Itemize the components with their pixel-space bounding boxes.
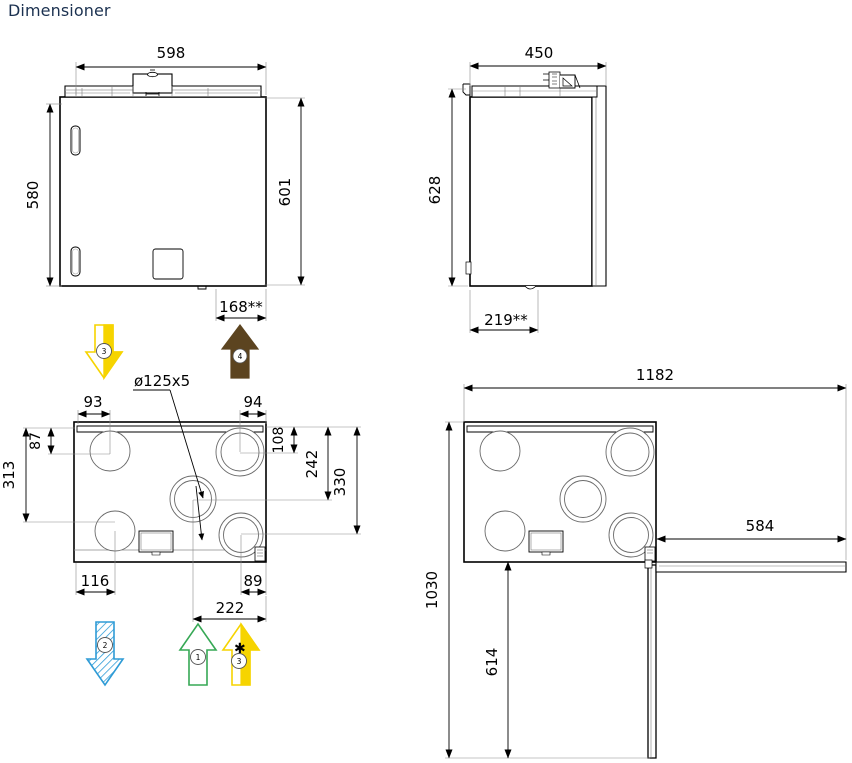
dim-108: 108 <box>271 427 287 454</box>
dim-219: 219** <box>484 311 528 329</box>
page-title: Dimensioner <box>8 1 111 20</box>
airflow-arrow-4-top: 4 <box>220 324 260 379</box>
asterisk-marker: ✱ <box>234 641 246 657</box>
dim-116: 116 <box>81 572 110 590</box>
service-space-plan-view: 1182 1030 614 584 <box>423 366 847 759</box>
front-elevation-view: 598 580 601 168** <box>24 44 305 322</box>
dim-1182: 1182 <box>636 366 674 384</box>
dim-242: 242 <box>303 450 321 479</box>
dim-222: 222 <box>216 599 245 617</box>
airflow-arrow-3-top: 3 <box>84 324 124 381</box>
balloon-2-bottom: 2 <box>103 641 108 650</box>
balloon-3-top: 3 <box>102 347 107 356</box>
dim-450: 450 <box>525 44 554 62</box>
dim-601: 601 <box>276 178 294 207</box>
dim-94: 94 <box>243 393 262 411</box>
dim-598: 598 <box>157 44 186 62</box>
dim-313: 313 <box>0 461 18 490</box>
side-elevation-view: 450 628 219** <box>426 44 607 334</box>
dim-580: 580 <box>24 181 42 210</box>
dim-330: 330 <box>331 468 349 497</box>
airflow-arrow-3-bottom: ✱ 3 <box>221 622 261 686</box>
airflow-arrow-1-bottom: 1 <box>178 622 218 686</box>
dim-87: 87 <box>28 432 44 450</box>
dim-1030: 1030 <box>423 571 441 609</box>
balloon-3-bottom: 3 <box>237 657 242 666</box>
dim-168: 168** <box>219 298 263 316</box>
balloon-1-bottom: 1 <box>196 653 201 662</box>
top-plan-view: ø125x5 93 94 87 313 108 242 <box>0 372 361 623</box>
dim-584: 584 <box>746 517 775 535</box>
dim-628: 628 <box>426 176 444 205</box>
dim-614: 614 <box>483 648 501 677</box>
dim-93: 93 <box>83 393 102 411</box>
dim-89: 89 <box>243 572 262 590</box>
airflow-arrow-2-bottom: 2 <box>85 621 125 687</box>
balloon-4-top: 4 <box>238 352 243 361</box>
duct-size-label: ø125x5 <box>134 372 190 390</box>
